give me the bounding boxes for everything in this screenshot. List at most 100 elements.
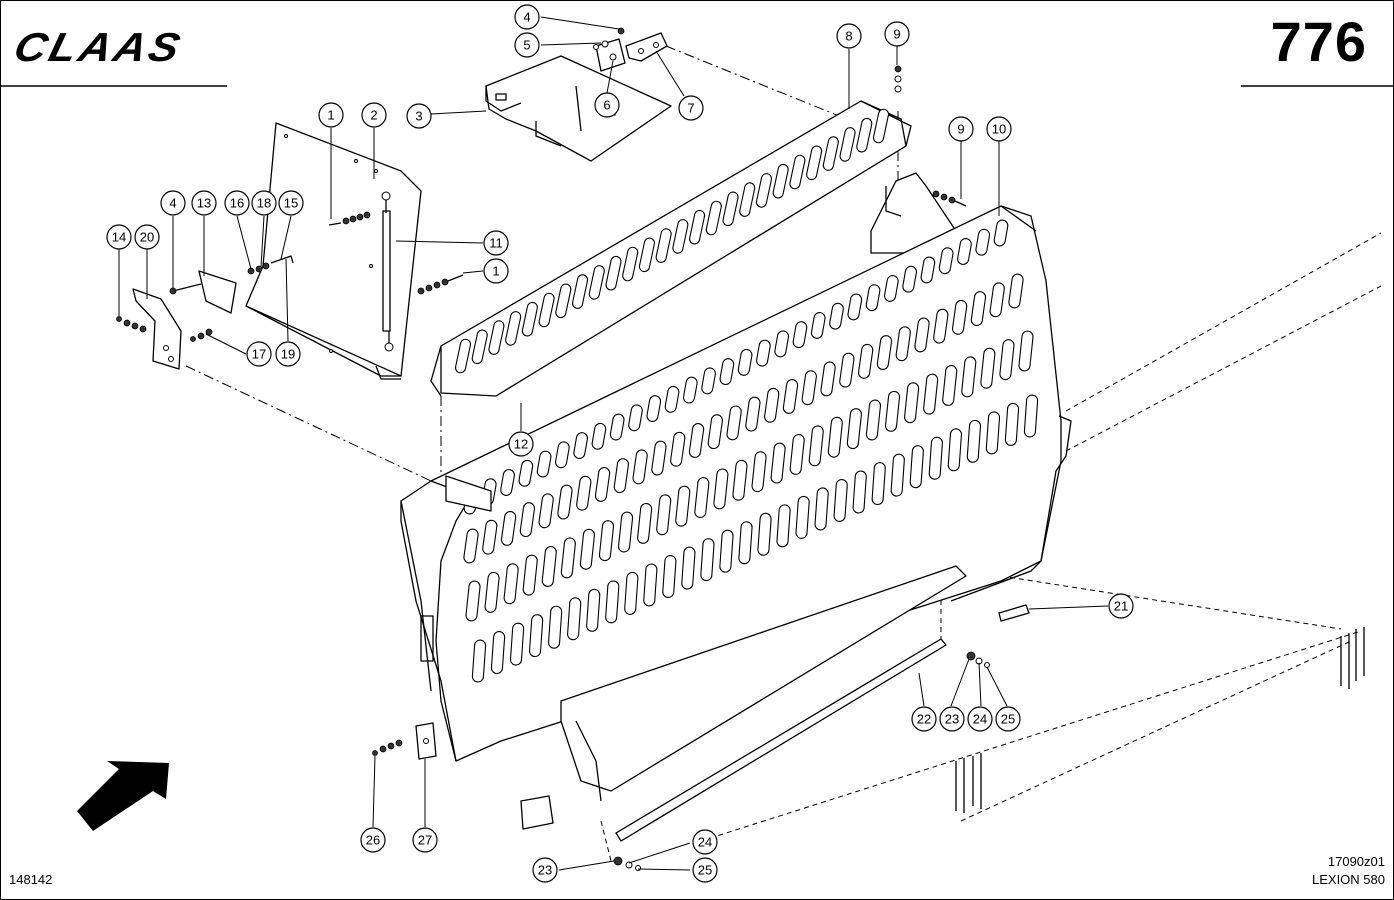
grille-slot (500, 510, 517, 546)
callout-10[interactable]: 10 (986, 116, 1012, 142)
callout-24-right[interactable]: 24 (967, 706, 993, 732)
grille-slot (1008, 273, 1024, 309)
callout-13[interactable]: 13 (191, 190, 217, 216)
callout-22[interactable]: 22 (911, 706, 937, 732)
grille-slot (643, 563, 658, 607)
svg-text:16: 16 (230, 196, 244, 211)
callout-23-right[interactable]: 23 (939, 706, 965, 732)
callout-9-right[interactable]: 9 (948, 116, 974, 142)
grille-slot (490, 631, 506, 675)
grille-slot (920, 256, 936, 284)
hardware-23-25-bottom (613, 856, 641, 871)
grille-slot (538, 292, 555, 328)
grille-slot (772, 163, 789, 199)
callout-12[interactable]: 12 (508, 431, 534, 457)
callout-3[interactable]: 3 (406, 103, 432, 129)
grille-slot (591, 422, 607, 450)
grille-slot (865, 284, 881, 312)
direction-arrow (77, 761, 169, 831)
callout-18[interactable]: 18 (251, 190, 277, 216)
right-rail (950, 415, 1072, 602)
callout-7[interactable]: 7 (678, 95, 704, 121)
grille-slot (701, 367, 716, 395)
callout-4-left[interactable]: 4 (160, 190, 186, 216)
svg-text:3: 3 (415, 109, 422, 124)
callout-9-top[interactable]: 9 (884, 21, 910, 47)
callout-25-bottom[interactable]: 25 (692, 857, 718, 883)
bolt-set-17 (190, 328, 213, 342)
grille-slot (1004, 402, 1020, 446)
callout-27[interactable]: 27 (412, 827, 438, 853)
grille-slot (989, 282, 1005, 318)
grille-slot (628, 404, 643, 432)
grille-slot (789, 154, 806, 190)
callout-19[interactable]: 19 (275, 341, 301, 367)
callout-leaders (118, 16, 1109, 871)
grille-slot (613, 458, 629, 494)
angle-bracket-7 (625, 32, 668, 62)
grille-slot (856, 117, 873, 153)
side-bracket (420, 475, 492, 662)
side-panel-2 (245, 122, 422, 380)
callout-26[interactable]: 26 (360, 827, 386, 853)
grille-slot (914, 317, 930, 353)
callout-24-bottom[interactable]: 24 (692, 829, 718, 855)
mounting-block (870, 172, 957, 254)
grille-slot (656, 494, 672, 536)
clip-27 (415, 722, 437, 760)
svg-text:24: 24 (973, 712, 987, 727)
svg-text:6: 6 (603, 98, 610, 113)
grille-slot (938, 247, 954, 275)
grille-slot (883, 275, 899, 302)
callout-1-upper[interactable]: 1 (318, 102, 344, 128)
svg-text:21: 21 (1114, 599, 1128, 614)
svg-text:1: 1 (327, 108, 334, 123)
svg-text:5: 5 (523, 38, 530, 53)
grille-slot (745, 396, 761, 432)
grille-slot (966, 419, 982, 463)
clip-6 (595, 38, 626, 72)
svg-text:26: 26 (366, 833, 380, 848)
callout-21[interactable]: 21 (1108, 593, 1134, 619)
svg-text:22: 22 (917, 712, 931, 727)
grille-slot (909, 445, 924, 489)
grille-slot (737, 348, 753, 376)
callout-16[interactable]: 16 (224, 190, 250, 216)
grille-slot (904, 382, 920, 424)
bolt-set-1-lower (417, 274, 464, 295)
page-number: 776 (1270, 10, 1367, 73)
callout-6[interactable]: 6 (594, 92, 620, 118)
grille-slot (847, 293, 863, 321)
callout-2[interactable]: 2 (361, 102, 387, 128)
callout-20[interactable]: 20 (134, 224, 160, 250)
svg-text:25: 25 (698, 863, 712, 878)
machine-model: LEXION 580 (1312, 872, 1385, 887)
grille-slot (719, 358, 735, 386)
callout-15[interactable]: 15 (278, 190, 304, 216)
grille-slot (705, 200, 722, 236)
callout-5[interactable]: 5 (514, 32, 540, 58)
callout-17[interactable]: 17 (246, 341, 272, 367)
grille-slot (951, 299, 968, 335)
grille-slot (548, 605, 563, 649)
grille-slot (500, 469, 515, 496)
grille-slot (947, 428, 962, 472)
callout-8[interactable]: 8 (836, 23, 862, 49)
grille-slot (770, 442, 786, 484)
image-reference: 17090z01 (1327, 854, 1385, 869)
callout-23-bottom[interactable]: 23 (532, 857, 558, 883)
grille-slot (700, 538, 715, 582)
grille-slot (719, 529, 734, 573)
callout-14[interactable]: 14 (106, 224, 132, 250)
grille-slot (942, 365, 958, 406)
callout-25-right[interactable]: 25 (995, 706, 1021, 732)
grille-slot (576, 475, 592, 511)
callout-4-top[interactable]: 4 (514, 4, 540, 30)
callout-11[interactable]: 11 (483, 230, 509, 256)
callout-1-lower[interactable]: 1 (483, 258, 509, 284)
grille-slot (598, 520, 615, 562)
grille-slot (463, 528, 479, 564)
grille-slot (609, 413, 625, 441)
grille-slot (471, 639, 487, 683)
